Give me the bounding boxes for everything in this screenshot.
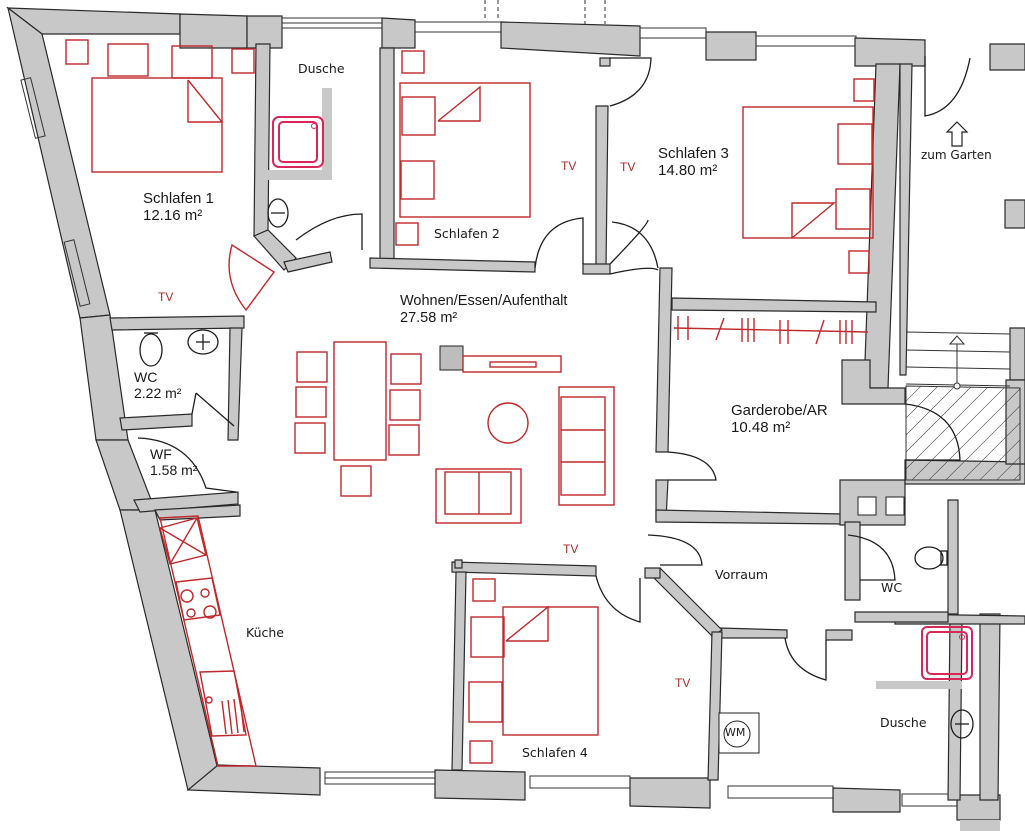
room-label-wohnen: Wohnen/Essen/Aufenthalt 27.58 m²: [400, 293, 567, 326]
wall-outer-bottom: [186, 764, 321, 796]
bed-schlafen-1: [65, 39, 255, 173]
tv-sideboard: [439, 345, 562, 373]
garden-exit-label: zum Garten: [921, 148, 992, 162]
room-label-schlafen-4: Schlafen 4: [522, 745, 588, 760]
room-name: Garderobe/AR: [731, 402, 828, 419]
sofa-right: [558, 386, 615, 506]
toilet-left: [139, 329, 219, 367]
room-area: 10.48 m²: [731, 419, 791, 437]
room-label-schlafen-1: Schlafen 1 12.16 m²: [143, 190, 214, 225]
arrow-up-icon: [945, 121, 969, 147]
coffee-table: [487, 402, 529, 444]
room-name: Wohnen/Essen/Aufenthalt: [400, 293, 568, 309]
room-area: 27.58 m²: [400, 309, 458, 326]
tv-marker-schlafen-2: TV: [561, 159, 577, 173]
room-label-garderobe: Garderobe/AR 10.48 m²: [731, 402, 828, 437]
wall-outer-left: [7, 6, 111, 319]
room-label-dusche-bottom: Dusche: [880, 715, 927, 730]
wardrobe-rail: [673, 316, 869, 345]
bed-schlafen-4: [468, 578, 599, 764]
room-name: Schlafen 1: [143, 190, 214, 207]
room-label-wc-left: WC 2.22 m²: [134, 369, 181, 401]
kitchen-counter: [159, 515, 257, 767]
room-label-schlafen-2: Schlafen 2: [434, 226, 500, 241]
stairs: [905, 331, 1011, 390]
tv-marker-schlafen-1: TV: [158, 290, 174, 304]
room-area: 2.22 m²: [134, 385, 182, 402]
tv-marker-schlafen-3: TV: [620, 160, 636, 174]
room-area: 12.16 m²: [143, 207, 203, 225]
room-label-schlafen-3: Schlafen 3 14.80 m²: [658, 145, 729, 180]
room-name: WC: [134, 369, 158, 385]
dining-table: [294, 341, 422, 497]
toilet-right: [914, 546, 948, 570]
shower-tray-bottom: [876, 626, 974, 739]
sofa-bottom: [435, 468, 522, 524]
room-label-kueche: Küche: [246, 625, 284, 640]
room-area: 14.80 m²: [658, 162, 718, 180]
stair-landing-hatch: [905, 385, 1021, 481]
room-name: WF: [150, 446, 172, 462]
bed-schlafen-2: [395, 50, 531, 246]
bed-schlafen-3: [742, 78, 875, 274]
washing-machine-label: WM: [725, 726, 746, 739]
room-label-vorraum: Vorraum: [715, 567, 769, 582]
room-area: 1.58 m²: [150, 462, 198, 479]
tv-marker-wohnen: TV: [563, 542, 579, 556]
room-label-dusche-top: Dusche: [298, 61, 345, 76]
room-name: Schlafen 3: [658, 145, 729, 162]
tv-marker-schlafen-4: TV: [675, 676, 691, 690]
washing-machine: [718, 712, 760, 754]
shower-tray-top: [266, 88, 332, 228]
room-label-wf: WF 1.58 m²: [150, 446, 197, 478]
room-label-wc-right: WC: [881, 580, 903, 595]
